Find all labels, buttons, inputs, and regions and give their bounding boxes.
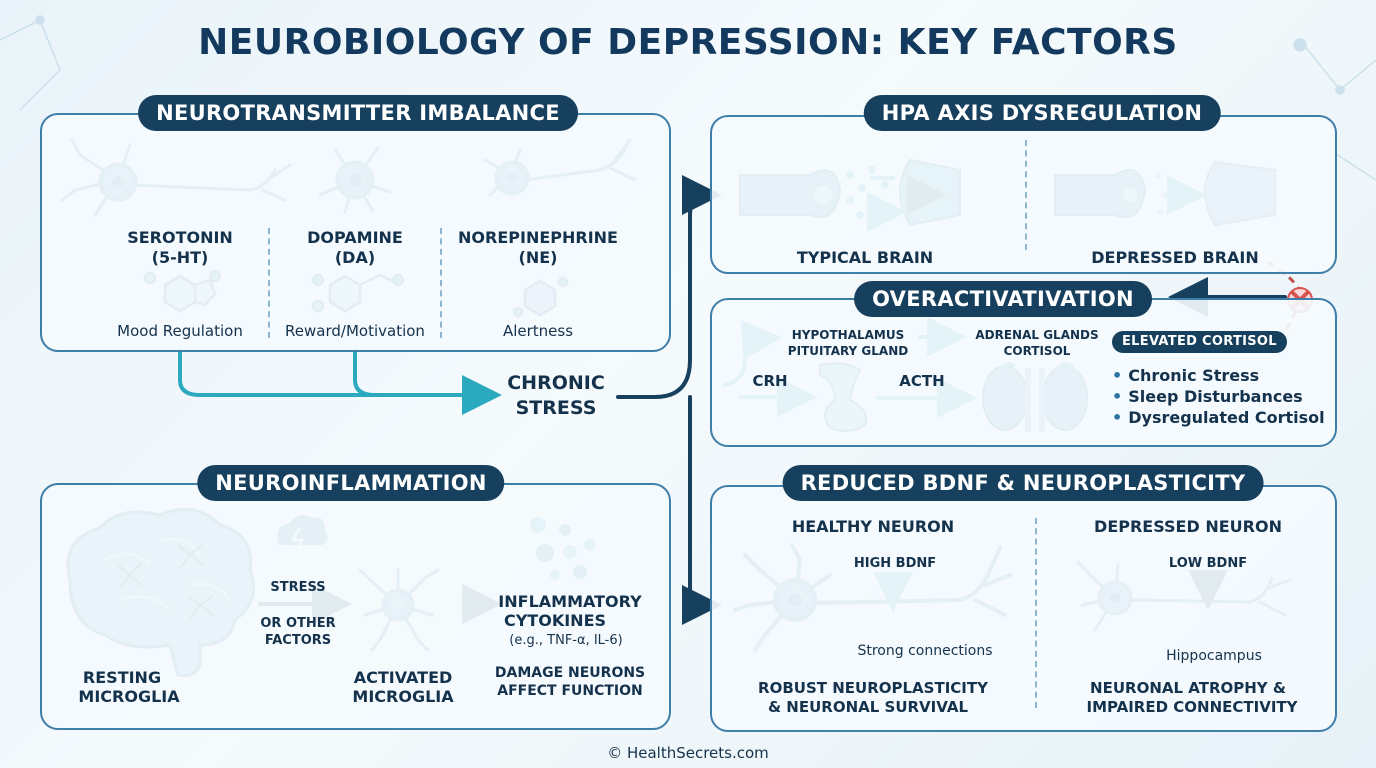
high-bdnf-label: HIGH BDNF — [853, 556, 937, 571]
pituitary-label: PITUITARY GLAND — [787, 344, 909, 358]
activated-microglia-line2: MICROGLIA — [352, 687, 454, 706]
atrophy-line1: NEURONAL ATROPHY & — [1090, 679, 1286, 697]
serotonin-label: SEROTONIN — [127, 228, 233, 247]
acth-label: ACTH — [899, 372, 945, 390]
dopamine-abbr: (DA) — [334, 248, 376, 267]
norepinephrine-label: NOREPINEPHRINE — [458, 228, 618, 247]
neurotransmitter-panel — [40, 113, 671, 352]
strong-connections-label: Strong connections — [857, 643, 993, 659]
robust-line2: & NEURONAL SURVIVAL — [767, 698, 969, 716]
center-branches — [616, 175, 1287, 625]
background-network — [0, 15, 1376, 181]
dopamine-label: DOPAMINE — [307, 228, 403, 247]
robust-line1: ROBUST NEUROPLASTICITY — [758, 679, 988, 697]
elevated-cortisol-badge: ELEVATED CORTISOL — [1112, 331, 1287, 353]
neurotransmitter-heading: NEUROTRANSMITTER IMBALANCE — [138, 95, 578, 131]
page-title: NEUROBIOLOGY OF DEPRESSION: KEY FACTORS — [198, 22, 1178, 63]
chronic-stress-line2: STRESS — [515, 397, 597, 419]
overactivation-heading: OVERACTIVATIVATION — [854, 281, 1152, 317]
neuroinflammation-heading: NEUROINFLAMMATION — [197, 465, 505, 501]
dopamine-role: Reward/Motivation — [285, 322, 425, 340]
atrophy-line2: IMPAIRED CONNECTIVITY — [1086, 698, 1298, 716]
list-item: •Chronic Stress — [1112, 366, 1260, 385]
depressed-neuron-label: DEPRESSED NEURON — [1094, 517, 1282, 536]
norepinephrine-abbr: (NE) — [518, 248, 558, 267]
list-item: •Sleep Disturbances — [1112, 387, 1303, 406]
cytokines-line2: CYTOKINES — [503, 611, 607, 630]
resting-microglia-line2: MICROGLIA — [78, 687, 180, 706]
low-bdnf-label: LOW BDNF — [1168, 556, 1248, 571]
footer-credit: © HealthSecrets.com — [607, 744, 769, 762]
overactivation-panel — [710, 298, 1337, 447]
bdnf-panel — [710, 485, 1337, 732]
serotonin-abbr: (5-HT) — [151, 248, 209, 267]
norepinephrine-role: Alertness — [502, 322, 574, 340]
activated-microglia-line1: ACTIVATED — [353, 668, 453, 687]
cortisol-label: CORTISOL — [1003, 344, 1071, 358]
typical-brain-label: TYPICAL BRAIN — [796, 248, 934, 267]
other-factors-line1: OR OTHER — [260, 616, 336, 631]
list-item: •Dysregulated Cortisol — [1112, 408, 1325, 427]
resting-microglia-line1: RESTING — [82, 668, 162, 687]
flow-connectors — [178, 348, 502, 415]
hpa-heading: HPA AXIS DYSREGULATION — [863, 95, 1221, 131]
chronic-stress-line1: CHRONIC — [507, 372, 605, 394]
hippocampus-label: Hippocampus — [1166, 648, 1262, 664]
hypothalamus-label: HYPOTHALAMUS — [791, 328, 905, 342]
bdnf-heading: REDUCED BDNF & NEUROPLASTICITY — [782, 465, 1264, 501]
cytokines-line1: INFLAMMATORY — [498, 592, 642, 611]
neuroinflammation-panel — [40, 483, 671, 730]
stress-label: STRESS — [270, 580, 326, 595]
damage-line1: DAMAGE NEURONS — [494, 665, 646, 681]
crh-label: CRH — [752, 372, 788, 390]
cortisol-effects-list: •Chronic Stress •Sleep Disturbances •Dys… — [1112, 365, 1325, 428]
serotonin-role: Mood Regulation — [117, 322, 243, 340]
damage-line2: AFFECT FUNCTION — [497, 683, 643, 699]
adrenal-label: ADRENAL GLANDS — [975, 328, 1099, 342]
other-factors-line2: FACTORS — [264, 633, 332, 648]
depressed-brain-label: DEPRESSED BRAIN — [1091, 248, 1259, 267]
cytokines-examples: (e.g., TNF-α, IL-6) — [509, 633, 623, 648]
healthy-neuron-label: HEALTHY NEURON — [791, 517, 955, 536]
